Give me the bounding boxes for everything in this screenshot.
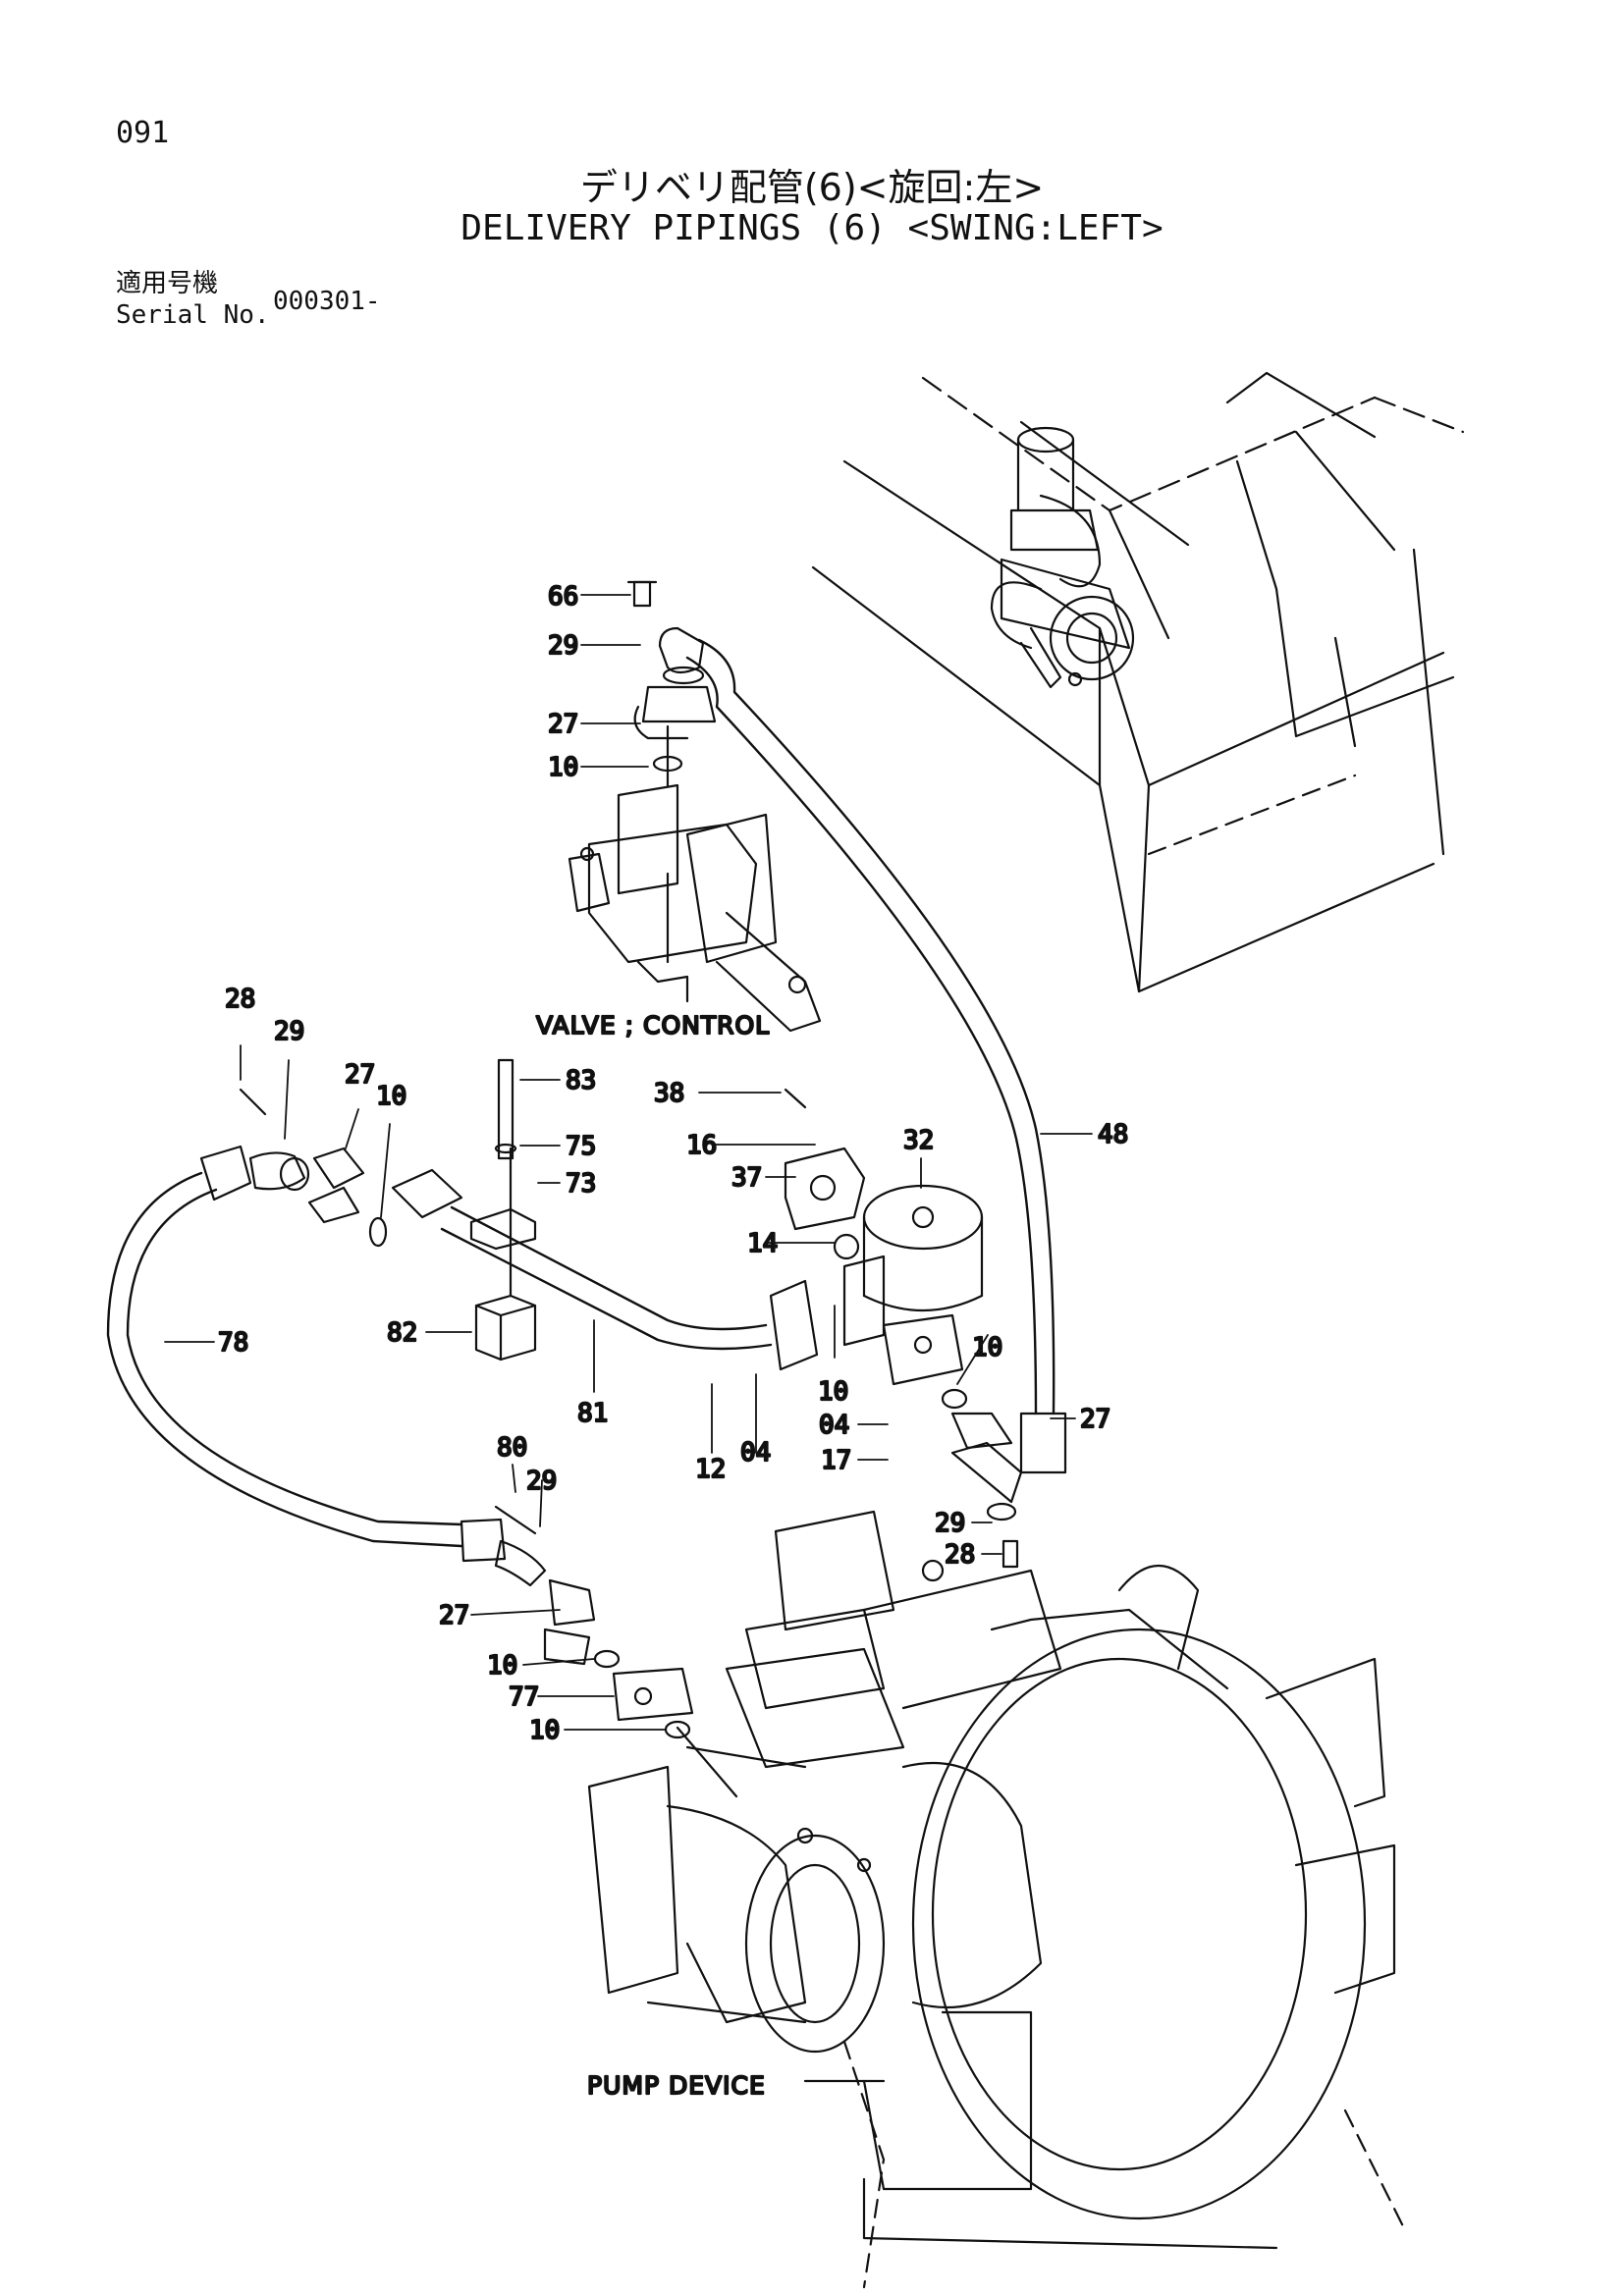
page-number: 091 <box>116 116 170 150</box>
title-japanese: デリベリ配管(6)<旋回:左> <box>579 166 1045 209</box>
callout-29: 29 <box>548 631 578 661</box>
bolt-38 <box>784 1088 807 1109</box>
callout-77: 77 <box>509 1682 539 1712</box>
serial-label-english: Serial No. <box>116 300 270 330</box>
callout-48: 48 <box>1098 1120 1128 1149</box>
title-english: DELIVERY PIPINGS (6) <SWING:LEFT> <box>460 208 1164 248</box>
callout-numbers: 66 29 27 10 28 29 27 10 83 75 73 38 16 3… <box>217 581 1130 1746</box>
callout-78: 78 <box>218 1328 248 1358</box>
control-valve-assembly <box>568 724 822 1033</box>
callout-82: 82 <box>387 1318 417 1348</box>
left-elbow-fitting <box>239 1088 388 1248</box>
upper-frame-structure <box>811 371 1465 993</box>
oring-14 <box>833 1233 860 1260</box>
callout-16: 16 <box>686 1131 717 1160</box>
callout-27: 27 <box>1080 1405 1110 1434</box>
clamp-73-bolt-83 <box>469 1058 537 1251</box>
callout-83: 83 <box>566 1066 596 1095</box>
callout-10: 10 <box>548 753 578 782</box>
callout-37: 37 <box>731 1163 762 1193</box>
top-elbow-fitting <box>626 580 717 773</box>
flange-37 <box>784 1147 866 1231</box>
clamp-block-82 <box>474 1294 537 1362</box>
pump-device-assembly <box>587 1510 1406 2289</box>
callout-10: 10 <box>487 1651 517 1681</box>
motor-32 <box>842 1184 984 1386</box>
callout-29: 29 <box>274 1017 304 1046</box>
callout-12: 12 <box>695 1455 726 1484</box>
callout-10: 10 <box>972 1333 1002 1362</box>
hose-48 <box>685 638 1067 1474</box>
right-flange-fitting <box>941 1388 1023 1569</box>
serial-label-japanese: 適用号機 <box>116 269 219 298</box>
callout-28: 28 <box>945 1540 975 1570</box>
callout-04: 04 <box>740 1438 771 1468</box>
callout-29: 29 <box>935 1509 965 1538</box>
leader-lines <box>164 594 1093 1731</box>
label-valve-control: VALVE ; CONTROL <box>536 1011 770 1040</box>
callout-10: 10 <box>376 1082 406 1111</box>
callout-66: 66 <box>548 582 578 612</box>
hose-78 <box>106 1145 507 1563</box>
callout-27: 27 <box>439 1601 469 1630</box>
callout-73: 73 <box>566 1169 596 1199</box>
pipe-81 <box>391 1147 819 1371</box>
callout-75: 75 <box>566 1132 596 1161</box>
callout-32: 32 <box>903 1126 934 1155</box>
serial-number-range: 000301- <box>273 287 381 316</box>
callout-29: 29 <box>526 1467 557 1496</box>
callout-17: 17 <box>821 1446 851 1475</box>
callout-10: 10 <box>818 1377 848 1407</box>
callout-28: 28 <box>225 985 255 1014</box>
callout-81: 81 <box>577 1399 608 1428</box>
callout-38: 38 <box>654 1079 684 1108</box>
callout-10: 10 <box>529 1716 560 1745</box>
callout-27: 27 <box>345 1060 375 1090</box>
swing-motor-assembly <box>990 426 1135 689</box>
callout-80: 80 <box>497 1433 527 1463</box>
callout-14: 14 <box>747 1229 778 1258</box>
callout-27: 27 <box>548 710 578 739</box>
callout-04: 04 <box>819 1411 849 1440</box>
label-pump-device: PUMP DEVICE <box>587 2071 766 2100</box>
